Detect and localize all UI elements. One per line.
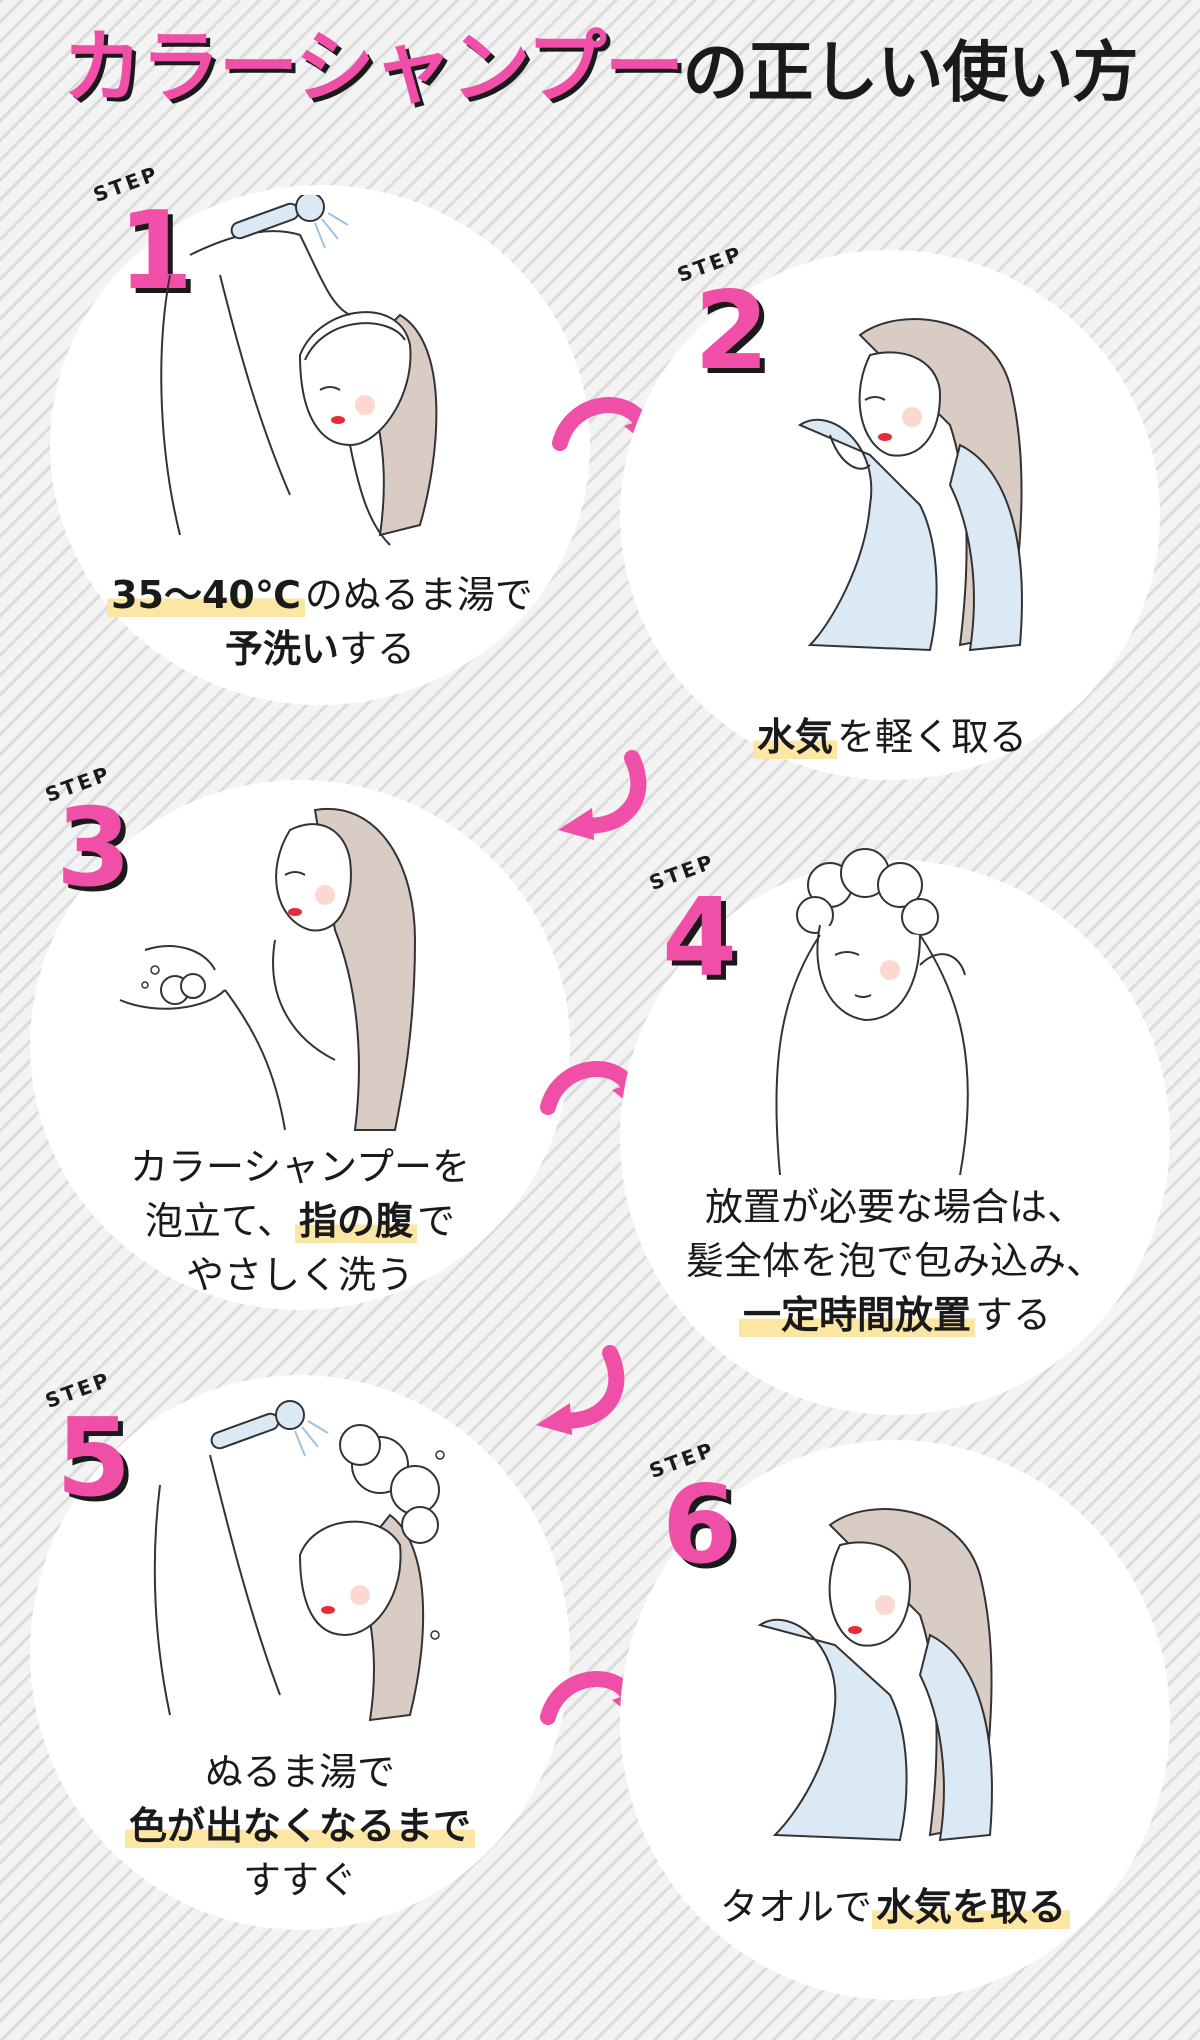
curved-arrow-icon [558, 750, 647, 840]
title-rest: の正しい使い方 [682, 34, 1139, 111]
towel-woman-illustration [797, 318, 1023, 652]
step-2-caption-text: を軽く取る [837, 715, 1028, 759]
step-6-caption-text: タオルで [719, 1885, 872, 1929]
step-3-caption-text: 泡立て、 [144, 1199, 296, 1243]
foam-icon [796, 848, 939, 936]
step-4-number: 4 [662, 876, 738, 1001]
step-4-caption-line-1: 放置が必要な場合は、 [704, 1185, 1085, 1229]
step-4-caption-line-2: 髪全体を泡で包み込み、 [685, 1239, 1104, 1283]
step-1-caption-text-2: する [339, 627, 416, 671]
step-3-number: 3 [56, 786, 132, 911]
step-5-number: 5 [56, 1396, 132, 1521]
step-2-caption-emphasis: 水気 [752, 715, 837, 759]
step-1-caption-text: のぬるま湯で [304, 573, 533, 617]
step-6-caption-emphasis: 水気を取る [872, 1885, 1071, 1929]
towel-dry-woman-illustration [757, 1508, 993, 1842]
rinsing-woman-illustration [153, 1400, 445, 1722]
towel-icon [797, 418, 1023, 652]
title-highlight: カラーシャンプー [62, 21, 685, 114]
step-1-number: 1 [118, 189, 194, 314]
step-1-caption-emphasis: 35〜40℃ [107, 573, 305, 617]
step-5-caption: ぬるま湯で 色が出なくなるまで すすぐ [30, 1745, 570, 1907]
step-2-caption: 水気を軽く取る [620, 710, 1160, 764]
step-3-caption-text-2: で [417, 1199, 456, 1243]
step-3-caption: カラーシャンプーを 泡立て、指の腹で やさしく洗う [30, 1140, 570, 1302]
shower-woman-illustration [160, 195, 438, 546]
step-2-number: 2 [694, 269, 770, 394]
step-4-caption: 放置が必要な場合は、 髪全体を泡で包み込み、 一定時間放置する [620, 1180, 1170, 1342]
step-3-caption-line-3: やさしく洗う [185, 1253, 414, 1297]
lathering-woman-illustration [119, 807, 417, 1131]
foam-icon [339, 1424, 445, 1640]
page-title: カラーシャンプーの正しい使い方 [0, 28, 1200, 108]
step-1-caption-emphasis-2: 予洗い [224, 627, 339, 671]
step-6-number: 6 [662, 1463, 738, 1588]
step-5-caption-line-1: ぬるま湯で [204, 1750, 395, 1794]
step-3-caption-emphasis: 指の腹 [295, 1199, 418, 1243]
shower-icon [210, 1400, 329, 1457]
towel-icon [757, 1618, 993, 1842]
foam-icon [141, 965, 206, 1005]
shower-icon [230, 195, 349, 249]
step-6-caption: タオルで水気を取る [620, 1880, 1170, 1934]
step-1-card [50, 185, 590, 705]
curved-arrow-icon [536, 1345, 625, 1435]
step-3-caption-line-1: カラーシャンプーを [129, 1145, 471, 1189]
step-5-caption-line-3: すすぐ [242, 1858, 357, 1902]
step-4-caption-text: する [975, 1293, 1052, 1337]
step-4-caption-emphasis: 一定時間放置 [738, 1293, 975, 1337]
foam-head-woman-illustration [775, 848, 969, 1175]
step-5-caption-emphasis: 色が出なくなるまで [124, 1804, 475, 1848]
